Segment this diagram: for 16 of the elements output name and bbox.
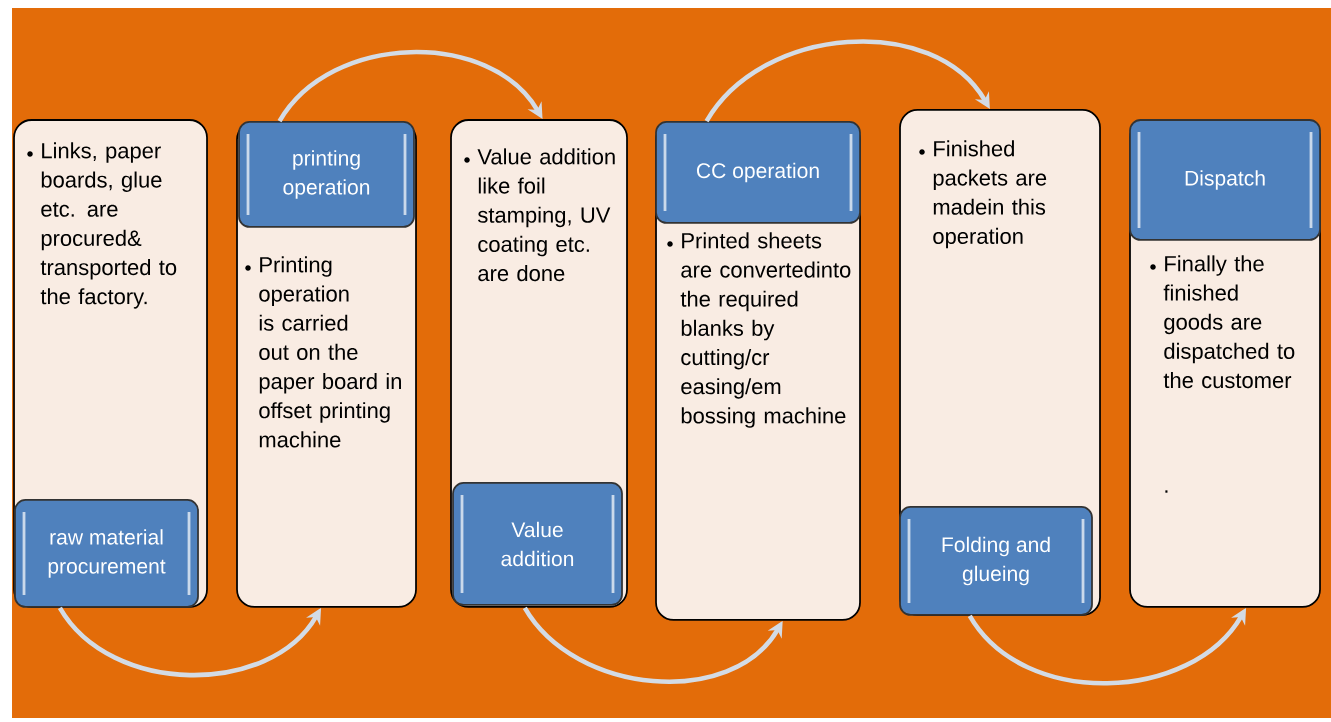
panel-text: Value addition like foil stamping, UV coating etc. are done [477,148,615,282]
panel-text: Printing operation is carried out on the paper board in offset printing machine [259,256,401,448]
step-box: printing operation [238,121,415,228]
step-box: raw material procurement [14,499,199,608]
panel-text: Links, paper boards, glue etc. are procured& transported to the factory. [40,142,177,309]
step-box: CC operation [655,121,861,224]
arrow [522,606,783,684]
arrow [277,49,543,123]
panel-text: . [1165,490,1168,493]
panel-text: Finished packets are madein this operation [933,140,1047,249]
step-box: Folding and glueing [899,506,1093,616]
step-box: Value addition [452,482,623,606]
step-box: Dispatch [1129,119,1321,241]
panel-text: Finally the finished goods are dispatched to the customer [1163,255,1295,389]
panel-text: Printed sheets are convertedinto the required blanks by cutting/cr easing/em bossing machine [680,232,851,428]
arrow [704,39,990,123]
